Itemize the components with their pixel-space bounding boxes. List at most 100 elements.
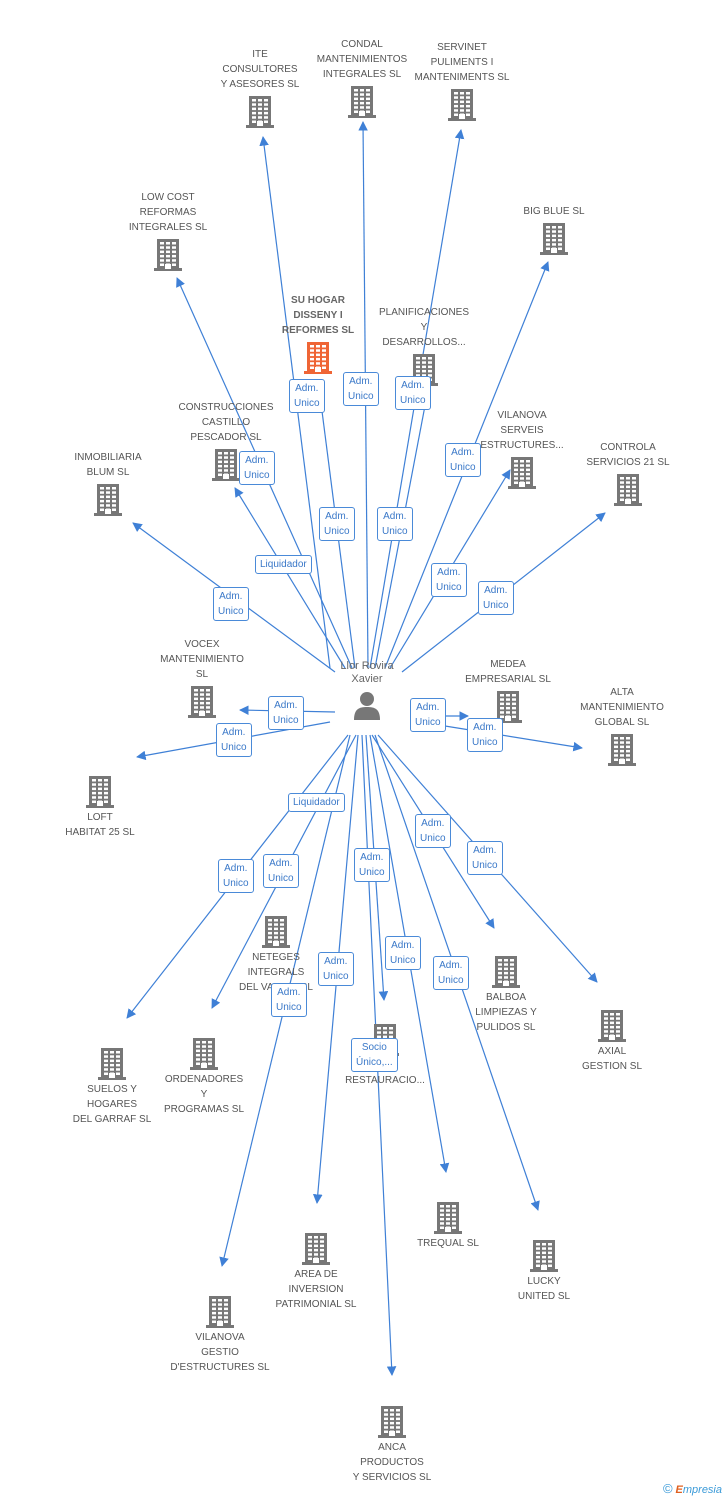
company-label: AREA DE INVERSION PATRIMONIAL SL — [275, 1269, 357, 1310]
company-label: LOW COST REFORMAS INTEGRALES SL — [128, 192, 208, 233]
company-label: SU HOGAR DISSENY I REFORMES SL — [281, 295, 355, 336]
company-node-planif[interactable]: PLANIFICACIONES Y DESARROLLOS... — [369, 305, 479, 386]
building-icon — [448, 89, 476, 121]
role-badge[interactable]: Adm. Unico — [216, 723, 252, 757]
brand-name: mpresia — [682, 1484, 722, 1496]
company-label: VILANOVA SERVEIS ESTRUCTURES... — [480, 410, 564, 451]
company-label: ORDENADORES Y PROGRAMAS SL — [163, 1074, 245, 1115]
role-badge[interactable]: Adm. Unico — [213, 587, 249, 621]
role-badge[interactable]: Adm. Unico — [271, 983, 307, 1017]
company-node-lucky[interactable]: LUCKY UNITED SL — [489, 1236, 599, 1304]
company-label: INMOBILIARIA BLUM SL — [74, 452, 142, 478]
company-label: BALBOA LIMPIEZAS Y PULIDOS SL — [475, 992, 537, 1033]
company-label: VILANOVA GESTIO D'ESTRUCTURES SL — [170, 1332, 270, 1373]
company-label: TREQUAL SL — [417, 1238, 479, 1249]
brand-initial: E — [675, 1484, 683, 1496]
building-icon — [206, 1296, 234, 1328]
role-badge[interactable]: Adm. Unico — [478, 581, 514, 615]
company-node-construcciones[interactable]: CONSTRUCCIONES CASTILLO PESCADOR SL — [171, 400, 281, 481]
building-icon — [98, 1048, 126, 1080]
company-label: ALTA MANTENIMIENTO GLOBAL SL — [580, 687, 664, 728]
company-node-servinet[interactable]: SERVINET PULIMENTS I MANTENIMENTS SL — [407, 40, 517, 121]
role-badge[interactable]: Adm. Unico — [289, 379, 325, 413]
building-icon — [530, 1240, 558, 1272]
role-badge[interactable]: Adm. Unico — [318, 952, 354, 986]
company-label: PLANIFICACIONES Y DESARROLLOS... — [378, 307, 470, 348]
company-node-vilanovaserveis[interactable]: VILANOVA SERVEIS ESTRUCTURES... — [467, 408, 577, 489]
building-icon — [492, 956, 520, 988]
building-icon — [154, 239, 182, 271]
role-badge[interactable]: Adm. Unico — [467, 718, 503, 752]
company-node-inmobiliaria[interactable]: INMOBILIARIA BLUM SL — [53, 450, 163, 516]
building-icon — [212, 449, 240, 481]
role-badge[interactable]: Adm. Unico — [395, 376, 431, 410]
company-node-lowcost[interactable]: LOW COST REFORMAS INTEGRALES SL — [113, 190, 223, 271]
role-badge[interactable]: Adm. Unico — [385, 936, 421, 970]
building-icon — [378, 1406, 406, 1438]
company-node-vocex[interactable]: VOCEX MANTENIMIENTO SL — [147, 637, 257, 718]
company-label: LUCKY UNITED SL — [517, 1276, 571, 1302]
building-icon — [188, 686, 216, 718]
building-icon — [262, 916, 290, 948]
role-badge[interactable]: Adm. Unico — [354, 848, 390, 882]
company-node-vilanovagestio[interactable]: VILANOVA GESTIO D'ESTRUCTURES SL — [165, 1292, 275, 1375]
company-node-loft[interactable]: LOFT HABITAT 25 SL — [45, 772, 155, 840]
role-badge[interactable]: Adm. Unico — [263, 854, 299, 888]
role-badge[interactable]: Adm. Unico — [218, 859, 254, 893]
building-icon — [304, 342, 332, 374]
role-badge[interactable]: Adm. Unico — [410, 698, 446, 732]
company-node-anca[interactable]: ANCA PRODUCTOS Y SERVICIOS SL — [337, 1402, 447, 1485]
relation-edge — [234, 487, 346, 669]
company-label: MEDEA EMPRESARIAL SL — [465, 659, 551, 685]
role-badge[interactable]: Adm. Unico — [268, 696, 304, 730]
company-label: BIG BLUE SL — [523, 206, 585, 217]
company-node-ite[interactable]: ITE CONSULTORES Y ASESORES SL — [205, 47, 315, 128]
company-node-suhogar[interactable]: SU HOGAR DISSENY I REFORMES SL — [263, 293, 373, 374]
company-label: VOCEX MANTENIMIENTO SL — [160, 639, 244, 680]
role-badge[interactable]: Adm. Unico — [467, 841, 503, 875]
company-node-medea[interactable]: MEDEA EMPRESARIAL SL — [453, 657, 563, 723]
building-icon — [348, 86, 376, 118]
role-badge[interactable]: Adm. Unico — [239, 451, 275, 485]
building-icon — [598, 1010, 626, 1042]
company-label: CONTROLA SERVICIOS 21 SL — [586, 442, 670, 468]
company-node-controla[interactable]: CONTROLA SERVICIOS 21 SL — [573, 440, 683, 506]
company-node-ordenadores[interactable]: ORDENADORES Y PROGRAMAS SL — [149, 1034, 259, 1117]
company-node-balboa[interactable]: BALBOA LIMPIEZAS Y PULIDOS SL — [451, 952, 561, 1035]
company-node-trequal[interactable]: TREQUAL SL — [393, 1198, 503, 1251]
company-label: LOFT HABITAT 25 SL — [65, 812, 135, 838]
person-icon — [354, 692, 380, 720]
role-badge[interactable]: Adm. Unico — [377, 507, 413, 541]
company-node-suelos[interactable]: SUELOS Y HOGARES DEL GARRAF SL — [57, 1044, 167, 1127]
role-badge[interactable]: Adm. Unico — [431, 563, 467, 597]
role-badge[interactable]: Adm. Unico — [343, 372, 379, 406]
person-node[interactable]: Llor Rovira Xavier — [327, 660, 407, 720]
building-icon — [608, 734, 636, 766]
role-badge[interactable]: Socio Único,... — [351, 1038, 398, 1072]
building-icon — [190, 1038, 218, 1070]
footer-brand[interactable]: ©Empresia — [663, 1481, 722, 1496]
building-icon — [614, 474, 642, 506]
copyright-symbol: © — [662, 1481, 673, 1496]
company-label: SERVINET PULIMENTS I MANTENIMENTS SL — [414, 42, 510, 83]
company-node-area[interactable]: AREA DE INVERSION PATRIMONIAL SL — [261, 1229, 371, 1312]
role-badge[interactable]: Adm. Unico — [415, 814, 451, 848]
company-label: CONDAL MANTENIMIENTOS INTEGRALES SL — [316, 39, 408, 80]
role-badge[interactable]: Adm. Unico — [445, 443, 481, 477]
building-icon — [540, 223, 568, 255]
building-icon — [494, 691, 522, 723]
company-node-condal[interactable]: CONDAL MANTENIMIENTOS INTEGRALES SL — [307, 37, 417, 118]
person-name: Llor Rovira Xavier — [340, 660, 394, 685]
role-badge[interactable]: Liquidador — [288, 793, 345, 812]
building-icon — [302, 1233, 330, 1265]
company-node-axial[interactable]: AXIAL GESTION SL — [557, 1006, 667, 1074]
company-label: CONSTRUCCIONES CASTILLO PESCADOR SL — [178, 402, 274, 443]
company-label: ANCA PRODUCTOS Y SERVICIOS SL — [352, 1442, 432, 1483]
company-node-alta[interactable]: ALTA MANTENIMIENTO GLOBAL SL — [567, 685, 677, 766]
role-badge[interactable]: Adm. Unico — [433, 956, 469, 990]
role-badge[interactable]: Adm. Unico — [319, 507, 355, 541]
company-node-bigblue[interactable]: BIG BLUE SL — [499, 204, 609, 255]
building-icon — [434, 1202, 462, 1234]
role-badge[interactable]: Liquidador — [255, 555, 312, 574]
company-label: ITE CONSULTORES Y ASESORES SL — [220, 49, 300, 90]
